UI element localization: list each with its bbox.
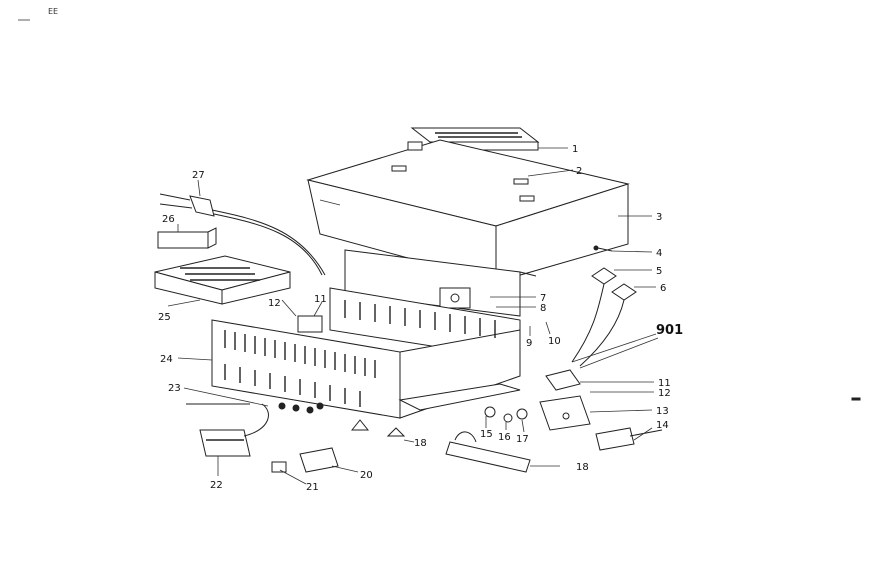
part-22-terminal (199, 403, 269, 457)
part-17-washer (516, 408, 528, 420)
callout-18-left: 18 (414, 438, 427, 449)
callout-16: 16 (498, 432, 511, 443)
part-5-clip (571, 267, 617, 363)
callouts: 1 2 3 4 5 6 7 8 9 10 11 11 12 12 13 14 1… (158, 144, 683, 493)
callout-21: 21 (306, 482, 319, 493)
callout-23: 23 (168, 383, 181, 394)
callout-12-right: 12 (658, 388, 671, 399)
callout-22: 22 (210, 480, 223, 491)
part-25-transformer (154, 255, 291, 305)
callout-25: 25 (158, 312, 171, 323)
part-26-bracket (157, 227, 217, 249)
part-21-cap (271, 461, 287, 473)
callout-13: 13 (656, 406, 669, 417)
part-23-screws (186, 402, 324, 414)
callout-9: 9 (526, 338, 532, 349)
callout-20: 20 (360, 470, 373, 481)
part-4-screw (519, 245, 613, 277)
callout-4: 4 (656, 248, 662, 259)
part-16-washer (503, 413, 513, 423)
callout-12-left: 12 (268, 298, 281, 309)
callout-10: 10 (548, 336, 561, 347)
chassis-vents (224, 300, 496, 407)
callout-15: 15 (480, 429, 493, 440)
part-11-switch (545, 369, 581, 391)
callout-24: 24 (160, 354, 173, 365)
part-24-foot (350, 419, 370, 431)
callout-5: 5 (656, 266, 662, 277)
part-20-rocker (299, 447, 339, 473)
callout-901: 901 (656, 323, 683, 338)
leader-lines (167, 147, 659, 485)
part-13-plate (539, 395, 591, 431)
callout-27: 27 (192, 170, 205, 181)
part-18-foot (386, 427, 406, 437)
callout-7: 7 (540, 293, 546, 304)
callout-11-left: 11 (314, 294, 327, 305)
callout-6: 6 (660, 283, 666, 294)
callout-17: 17 (516, 434, 529, 445)
callout-8: 8 (540, 303, 546, 314)
callout-2: 2 (576, 166, 582, 177)
callout-26: 26 (162, 214, 175, 225)
callout-14: 14 (656, 420, 669, 431)
part-15-nut (484, 406, 496, 418)
part-6-clip (579, 283, 637, 367)
part-3-cover (306, 139, 630, 283)
corner-mark: EE (48, 7, 58, 16)
part-18-board (445, 431, 531, 473)
chassis (211, 287, 521, 419)
part-11-small (297, 315, 323, 333)
edge-mark (851, 397, 861, 401)
part-27-power-cord (159, 193, 326, 276)
part-14-connector (595, 427, 663, 451)
callout-1: 1 (572, 144, 578, 155)
callout-3: 3 (656, 212, 662, 223)
callout-18-right: 18 (576, 462, 589, 473)
callout-11-right: 11 (658, 378, 671, 389)
